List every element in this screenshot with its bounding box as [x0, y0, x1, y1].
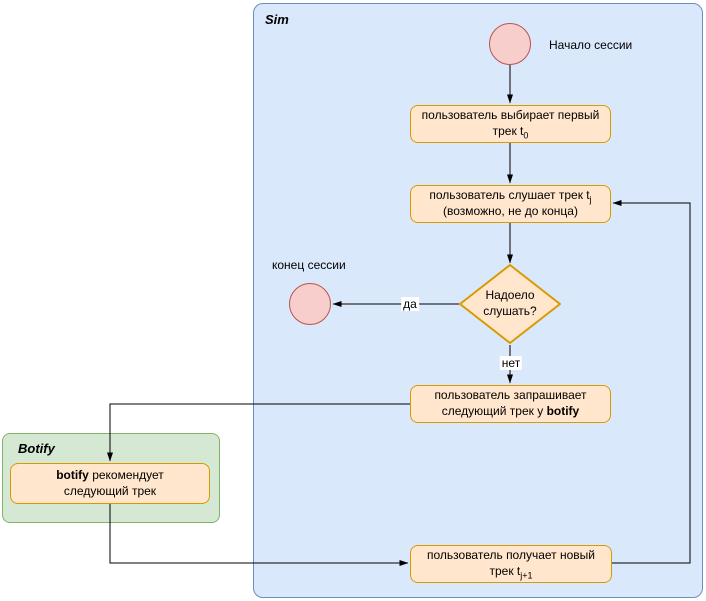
end-session-node: [289, 283, 331, 325]
request-next-track-label: пользователь запрашивает следующий трек …: [434, 388, 587, 418]
botify-recommends-node: botify рекомендует следующий трек: [10, 463, 210, 504]
select-first-track-node: пользователь выбирает первый трек t0: [410, 105, 611, 143]
bored-decision-label: Надоело слушать?: [483, 288, 537, 318]
request-next-track-node: пользователь запрашивает следующий трек …: [410, 385, 611, 423]
start-session-label: Начало сессии: [549, 38, 633, 52]
bored-decision-node: Надоело слушать?: [462, 267, 558, 341]
edge-label-yes: да: [401, 297, 419, 311]
listen-track-node: пользователь слушает трек tj (возможно, …: [410, 185, 611, 223]
start-session-node: [489, 23, 531, 65]
botify-container-label: Botify: [18, 441, 55, 456]
select-first-track-label: пользователь выбирает первый трек t0: [421, 108, 600, 141]
end-session-label: конец сессии: [272, 258, 346, 272]
edge-label-no: нет: [499, 356, 523, 370]
receive-new-track-label: пользователь получает новый трек tj+1: [426, 548, 596, 581]
botify-recommends-label: botify рекомендует следующий трек: [56, 467, 164, 498]
listen-track-label: пользователь слушает трек tj (возможно, …: [429, 188, 592, 218]
sim-container-label: Sim: [265, 12, 289, 27]
receive-new-track-node: пользователь получает новый трек tj+1: [410, 545, 612, 583]
